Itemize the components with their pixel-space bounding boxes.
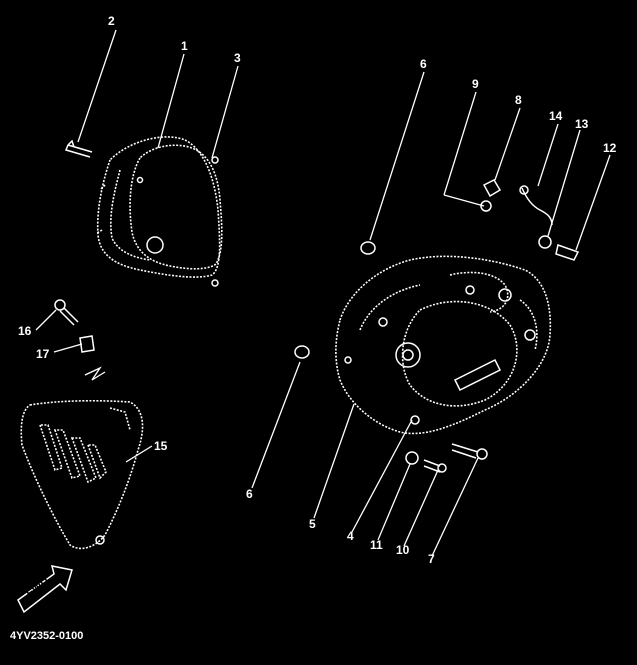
fwd-arrow (17, 565, 73, 614)
grommet-part-13 (538, 235, 552, 249)
callout-6-lower: 6 (246, 487, 253, 501)
bolt-part-12 (555, 244, 580, 261)
callout-1: 1 (181, 39, 188, 53)
callout-17: 17 (36, 347, 50, 361)
callout-13: 13 (575, 117, 589, 131)
crankcase-cover-part-5 (335, 255, 552, 435)
bolt-part-7 (451, 443, 488, 460)
sprocket-cover-part-15 (20, 366, 144, 550)
leader-lines (35, 29, 611, 557)
callout-11: 11 (370, 538, 383, 552)
screw-part-2 (64, 139, 93, 158)
callout-10: 10 (396, 543, 410, 557)
bolt-part-10 (423, 459, 447, 473)
callout-2: 2 (108, 14, 115, 28)
callout-16: 16 (18, 324, 32, 338)
callout-6-upper: 6 (420, 57, 427, 71)
callout-14: 14 (549, 109, 563, 123)
plug-part-8 (482, 179, 502, 198)
callout-8: 8 (515, 93, 522, 107)
callout-5: 5 (309, 517, 316, 531)
callout-9: 9 (472, 77, 479, 91)
o-ring-part-9 (480, 200, 492, 212)
callout-4: 4 (347, 529, 354, 543)
washer-part-11 (405, 451, 419, 465)
drawing-code: 4YV2352-0100 (10, 630, 84, 642)
gasket-part-3 (129, 144, 223, 287)
callout-7: 7 (428, 552, 435, 566)
plug-part-6-upper (360, 241, 376, 255)
bolt-part-16 (54, 299, 79, 326)
clutch-cover-part-1 (96, 136, 221, 278)
callout-12: 12 (603, 141, 617, 155)
collar-part-17 (79, 335, 95, 353)
callout-3: 3 (234, 51, 241, 65)
plug-part-6-lower (294, 345, 310, 359)
callout-15: 15 (154, 439, 168, 453)
hose-part-14 (519, 185, 553, 226)
